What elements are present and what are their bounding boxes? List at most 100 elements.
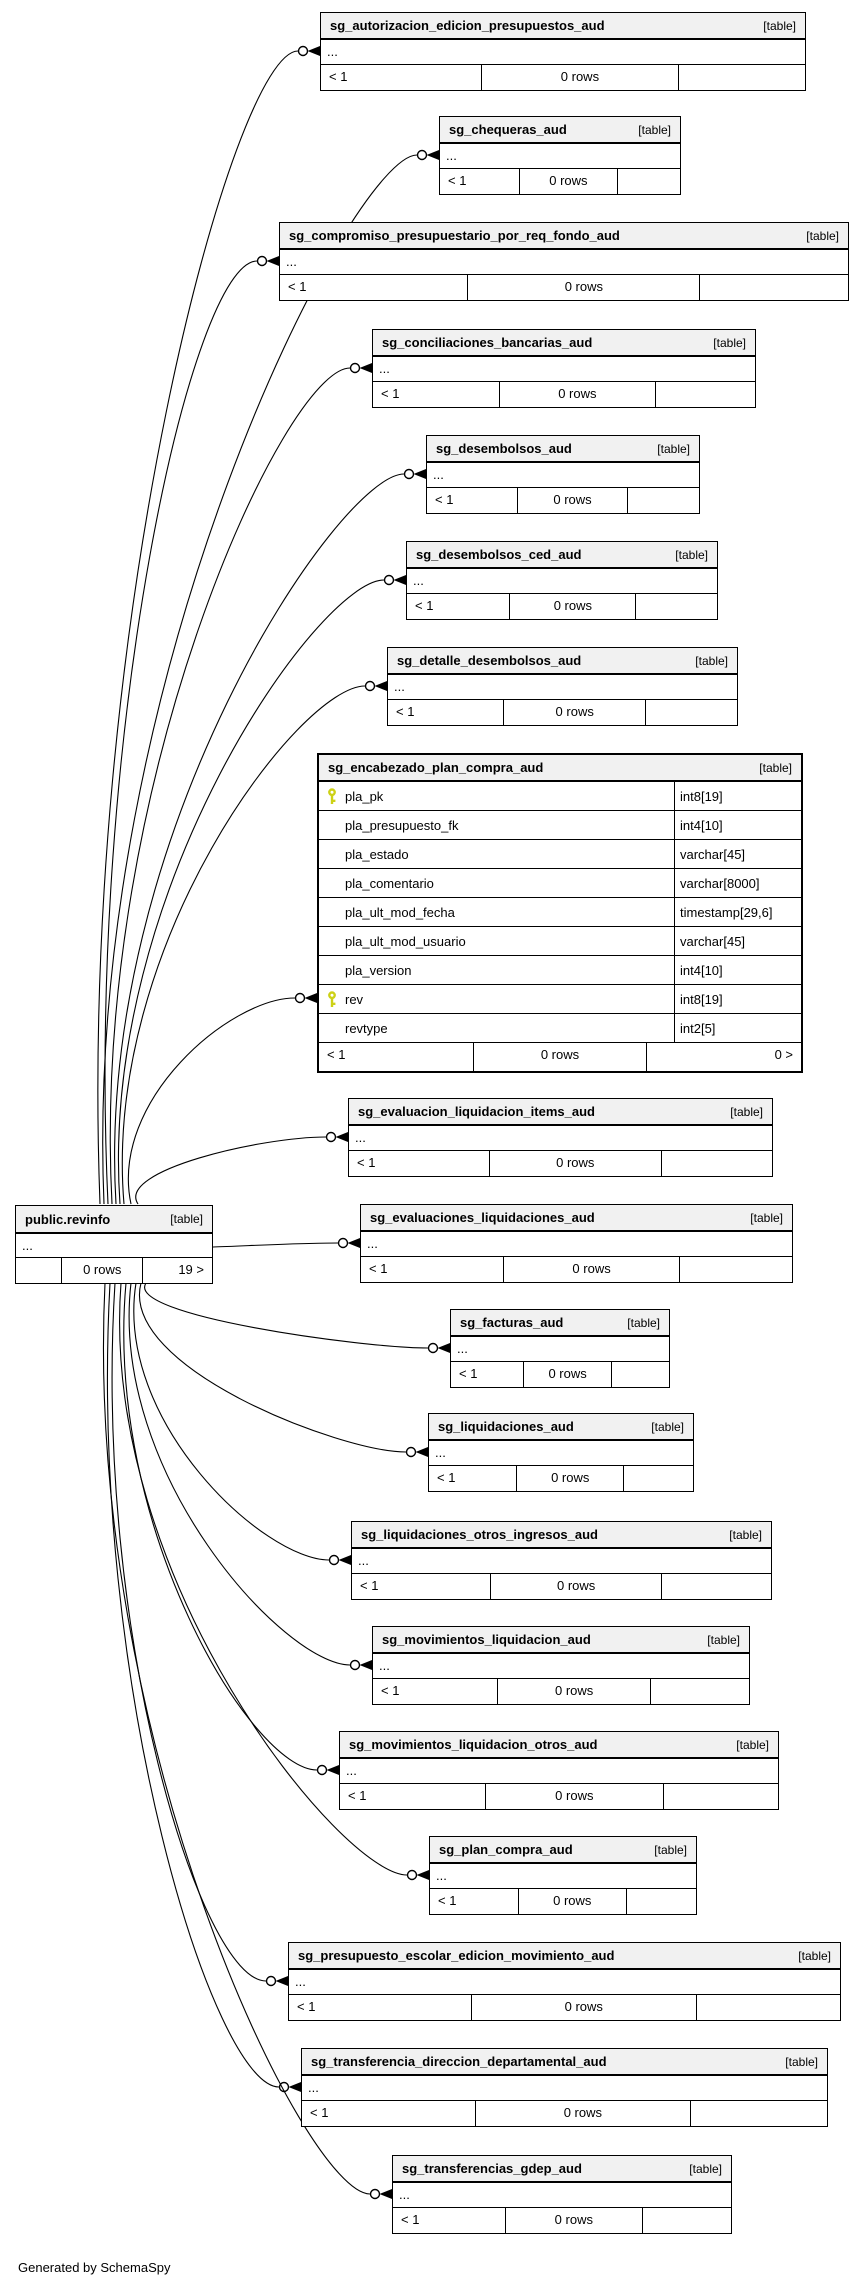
- table-name[interactable]: sg_evaluacion_liquidacion_items_aud: [358, 1104, 595, 1119]
- connector-zero-circle: [265, 1975, 277, 1987]
- table-movliq[interactable]: sg_movimientos_liquidacion_aud[table]...…: [372, 1626, 750, 1705]
- table-movliqotros[interactable]: sg_movimientos_liquidacion_otros_aud[tab…: [339, 1731, 779, 1810]
- table-type-tag: [table]: [785, 2054, 818, 2069]
- table-name[interactable]: sg_evaluaciones_liquidaciones_aud: [370, 1210, 595, 1225]
- table-name[interactable]: sg_conciliaciones_bancarias_aud: [382, 335, 593, 350]
- stats-row-count: 0 rows: [503, 700, 647, 725]
- table-header: sg_transferencia_direccion_departamental…: [302, 2049, 827, 2076]
- connector-arrow: [304, 993, 317, 1003]
- connector-zero-circle: [369, 2188, 381, 2200]
- stats-row-count: 0 rows: [470, 1995, 697, 2020]
- table-name[interactable]: public.revinfo: [25, 1211, 111, 1227]
- relationship-line: [103, 1282, 371, 2195]
- column-name-cell: rev: [319, 985, 674, 1013]
- table-header: sg_compromiso_presupuestario_por_req_fon…: [280, 223, 848, 250]
- table-aut[interactable]: sg_autorizacion_edicion_presupuestos_aud…: [320, 12, 806, 91]
- stats-row-count: 0 rows: [504, 2208, 644, 2233]
- column-type: int8[19]: [674, 782, 801, 810]
- stats-fk-in: < 1: [381, 1683, 400, 1698]
- stats-row-count: 0 rows: [488, 1151, 662, 1176]
- table-name[interactable]: sg_chequeras_aud: [449, 122, 567, 137]
- table-header: sg_desembolsos_aud [table]: [427, 436, 699, 463]
- connector-zero-circle: [256, 255, 268, 267]
- table-name[interactable]: sg_plan_compra_aud: [439, 1842, 573, 1857]
- column-name-cell: revtype: [319, 1014, 674, 1042]
- relationship-line: [128, 997, 296, 1205]
- table-evalitems[interactable]: sg_evaluacion_liquidacion_items_aud[tabl…: [348, 1098, 773, 1177]
- table-header: sg_chequeras_aud[table]: [440, 117, 680, 144]
- table-presu[interactable]: sg_presupuesto_escolar_edicion_movimient…: [288, 1942, 841, 2021]
- connector-arrow: [275, 1976, 288, 1986]
- connector-zero-circle: [325, 1131, 337, 1143]
- table-name[interactable]: sg_encabezado_plan_compra_aud: [328, 760, 544, 775]
- table-name[interactable]: sg_facturas_aud: [460, 1315, 564, 1330]
- relationship-line: [121, 685, 366, 1205]
- connector-zero-circle: [427, 1342, 439, 1354]
- table-name[interactable]: sg_movimientos_liquidacion_aud: [382, 1632, 591, 1647]
- table-name[interactable]: sg_liquidaciones_aud: [438, 1419, 574, 1434]
- table-name[interactable]: sg_transferencia_direccion_departamental…: [311, 2054, 607, 2069]
- column-name: pla_estado: [345, 846, 409, 862]
- table-enca[interactable]: sg_encabezado_plan_compra_aud [table] pla_…: [317, 753, 803, 1073]
- table-type-tag: [table]: [729, 1527, 762, 1542]
- connector-arrow: [288, 2082, 301, 2092]
- table-name[interactable]: sg_transferencias_gdep_aud: [402, 2161, 582, 2176]
- table-name[interactable]: sg_presupuesto_escolar_edicion_movimient…: [298, 1948, 615, 1963]
- connector-arrow: [338, 1555, 351, 1565]
- stats-row-count: 0 rows: [475, 2101, 691, 2126]
- table-type-tag: [table]: [759, 760, 792, 775]
- stats-fk-in: < 1: [435, 492, 454, 507]
- stats-fk-in: < 1: [348, 1788, 367, 1803]
- table-name[interactable]: sg_desembolsos_aud: [436, 441, 572, 456]
- stats-fk-in: < 1: [415, 598, 434, 613]
- table-evalsliq[interactable]: sg_evaluaciones_liquidaciones_aud [table]…: [360, 1204, 793, 1283]
- footer-credit: Generated by SchemaSpy: [18, 2260, 171, 2275]
- stats-fk-out: [628, 488, 699, 513]
- stats-fk-in: < 1: [357, 1155, 376, 1170]
- columns-ellipsis-row: ...: [349, 1126, 772, 1151]
- table-name[interactable]: sg_movimientos_liquidacion_otros_aud: [349, 1737, 598, 1752]
- table-transfdir[interactable]: sg_transferencia_direccion_departamental…: [301, 2048, 828, 2127]
- connector-arrow: [379, 2189, 392, 2199]
- table-type-tag: [table]: [750, 1210, 783, 1225]
- stats-fk-in: < 1: [297, 1999, 316, 2014]
- columns-ellipsis-row: ...: [289, 1970, 840, 1995]
- table-type-tag: [table]: [657, 441, 690, 456]
- table-comp[interactable]: sg_compromiso_presupuestario_por_req_fon…: [279, 222, 849, 301]
- stats-fk-out: [643, 2208, 731, 2233]
- stats-fk-in: < 1: [459, 1366, 478, 1381]
- table-header: sg_desembolsos_ced_aud[table]: [407, 542, 717, 569]
- table-name[interactable]: sg_compromiso_presupuestario_por_req_fon…: [289, 228, 620, 243]
- stats-fk-in: < 1: [437, 1470, 456, 1485]
- table-liqotros[interactable]: sg_liquidaciones_otros_ingresos_aud [tabl…: [351, 1521, 772, 1600]
- table-conc[interactable]: sg_conciliaciones_bancarias_aud[table]..…: [372, 329, 756, 408]
- table-name[interactable]: sg_liquidaciones_otros_ingresos_aud: [361, 1527, 598, 1542]
- table-name[interactable]: sg_autorizacion_edicion_presupuestos_aud: [330, 18, 605, 33]
- stats-row-count: 0 rows: [473, 1043, 647, 1071]
- relationship-line: [106, 1282, 280, 2088]
- table-header: sg_transferencias_gdep_aud[table]: [393, 2156, 731, 2183]
- table-name[interactable]: sg_desembolsos_ced_aud: [416, 547, 582, 562]
- connector-arrow: [437, 1343, 450, 1353]
- relationship-line: [118, 579, 385, 1205]
- stats-row-count: 0 rows: [499, 382, 656, 407]
- stats-fk-out: [662, 1151, 772, 1176]
- stats-fk-out: [651, 1679, 749, 1704]
- table-name[interactable]: sg_detalle_desembolsos_aud: [397, 653, 582, 668]
- connector-arrow: [415, 1447, 428, 1457]
